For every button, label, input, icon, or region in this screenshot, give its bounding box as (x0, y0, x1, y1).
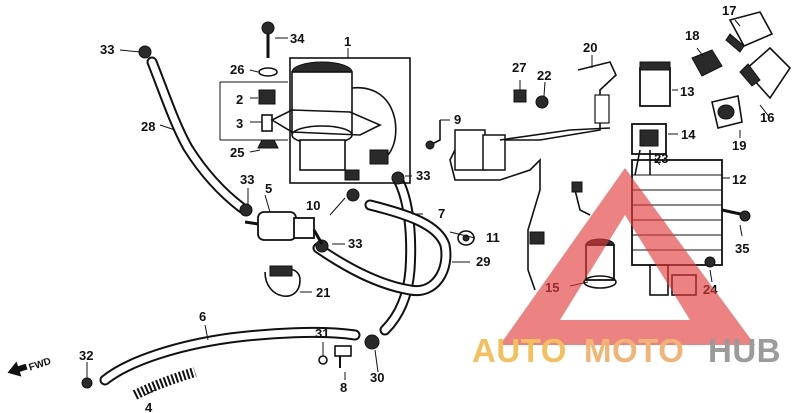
relay-13 (639, 61, 671, 107)
part-24 (704, 256, 716, 268)
label-18: 18 (685, 28, 699, 43)
fwd-arrow: FWD (7, 356, 53, 377)
watermark-moto: MOTO (584, 332, 684, 369)
label-4: 4 (145, 400, 153, 413)
label-19: 19 (732, 138, 746, 153)
hose-4 (132, 367, 197, 400)
watermark-auto: AUTO (472, 332, 567, 369)
label-16: 16 (760, 110, 774, 125)
clip-32 (81, 377, 93, 389)
clip-10 (346, 188, 360, 202)
label-33-right: 33 (416, 168, 430, 183)
label-33-top: 33 (100, 42, 114, 57)
label-12: 12 (732, 172, 746, 187)
label-35: 35 (735, 241, 749, 256)
label-31: 31 (315, 326, 329, 341)
cover-16 (739, 46, 792, 100)
label-21: 21 (316, 285, 330, 300)
label-8: 8 (340, 380, 347, 395)
label-7: 7 (438, 206, 445, 221)
washer-26 (258, 67, 278, 77)
leader-lines (86, 19, 771, 396)
label-11: 11 (486, 230, 500, 245)
hose-29 (312, 199, 452, 297)
label-23: 23 (654, 151, 668, 166)
label-26: 26 (230, 62, 244, 77)
label-17: 17 (722, 3, 736, 18)
label-1: 1 (344, 34, 351, 49)
clip-33-lower (315, 239, 329, 253)
fitting-8 (334, 345, 352, 368)
fuel-filter (244, 211, 324, 245)
label-27: 27 (512, 60, 526, 75)
label-34: 34 (290, 31, 305, 46)
part-14 (631, 123, 667, 155)
label-9: 9 (454, 112, 461, 127)
label-29: 29 (476, 254, 490, 269)
watermark-triangle-icon (500, 168, 755, 345)
fitting-9 (425, 120, 441, 150)
label-25: 25 (230, 145, 244, 160)
label-3: 3 (236, 116, 243, 131)
hose-6 (99, 326, 361, 386)
hose-7 (379, 172, 417, 336)
watermark-hub: HUB (708, 332, 781, 369)
label-32: 32 (79, 348, 93, 363)
label-28: 28 (141, 119, 155, 134)
label-33-filter: 33 (240, 172, 254, 187)
clip-33-top (138, 45, 152, 59)
hose-28 (146, 56, 248, 214)
connector-18 (691, 49, 723, 77)
part-19 (711, 95, 743, 129)
label-14: 14 (681, 127, 696, 142)
label-20: 20 (583, 40, 597, 55)
grommet-11 (457, 230, 475, 246)
label-10: 10 (306, 198, 320, 213)
grommet-25 (257, 139, 279, 149)
watermark: AUTO MOTO HUB (472, 168, 781, 369)
label-22: 22 (537, 68, 551, 83)
label-6: 6 (199, 309, 206, 324)
part-labels: 1 2 3 4 5 6 7 8 9 10 11 12 13 14 15 16 1… (79, 3, 774, 413)
label-5: 5 (265, 181, 272, 196)
washer-31 (318, 355, 328, 365)
part-23 (634, 149, 651, 176)
bracket-20 (449, 61, 617, 270)
wiring (527, 181, 591, 291)
nut-27 (513, 89, 527, 103)
bolt-35 (721, 208, 751, 222)
label-2: 2 (236, 92, 243, 107)
bolt-34 (261, 21, 275, 58)
fuel-pump (270, 57, 411, 184)
label-33-lower: 33 (348, 236, 362, 251)
clip-33-filter (239, 203, 253, 217)
pump-frame-lines (219, 60, 411, 178)
part-3 (261, 114, 273, 132)
label-30: 30 (370, 370, 384, 385)
nut-22 (535, 95, 549, 109)
clip-30 (364, 334, 380, 350)
arrow-left-icon (7, 361, 28, 377)
clamp-21 (264, 265, 301, 297)
part-2 (258, 89, 276, 105)
clip-33-right (391, 171, 405, 185)
fwd-label: FWD (28, 356, 53, 374)
label-13: 13 (680, 84, 694, 99)
part-17 (725, 11, 774, 53)
